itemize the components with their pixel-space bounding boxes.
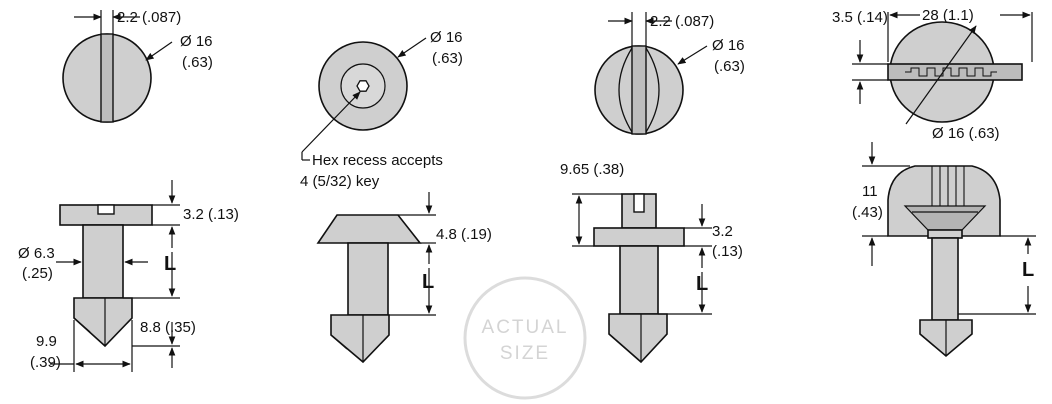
f1-shank-dia-label: Ø 6.3 xyxy=(18,245,55,262)
f3-diameter-label: Ø 16 xyxy=(712,37,745,54)
f2-head-height-label: 4.8 (.19) xyxy=(436,226,492,243)
f2-hex-note-label: Hex recess accepts xyxy=(312,152,443,169)
f3-flange-label: 3.2 xyxy=(712,223,733,240)
fastener-4-top-view xyxy=(852,11,1033,125)
watermark-line1: ACTUAL xyxy=(482,317,569,338)
fastener-2-top-view xyxy=(301,37,427,161)
f2-diameter-label-inch: (.63) xyxy=(432,50,463,67)
f1-diameter-label-inch: (.63) xyxy=(182,54,213,71)
f1-head-height-label: 3.2 (.13) xyxy=(183,206,239,223)
fastener-3-top-view xyxy=(594,12,708,135)
f2-diameter-label: Ø 16 xyxy=(430,29,463,46)
fastener-2-side-view xyxy=(316,214,422,364)
watermark-line2: SIZE xyxy=(500,343,550,364)
f3-total-height-label: 9.65 (.38) xyxy=(560,161,624,178)
f3-length-label: L xyxy=(696,273,708,295)
f1-shank-dia-label-inch: (.25) xyxy=(22,265,53,282)
f4-head-height-label: 11 xyxy=(862,183,878,200)
f1-tip-height-label: 8.8 (.35) xyxy=(140,319,196,336)
fastener-3-side-view xyxy=(593,193,685,364)
actual-size-watermark: ACTUAL SIZE xyxy=(463,276,587,400)
f4-diameter-label: Ø 16 (.63) xyxy=(932,125,1000,142)
f3-flange-label-inch: (.13) xyxy=(712,243,743,260)
f3-slot-width-label: 2.2 (.087) xyxy=(650,13,714,30)
f1-tip-dia-label: 9.9 xyxy=(36,333,57,350)
f1-length-label: L xyxy=(164,253,176,275)
fastener-4-side-view xyxy=(887,165,1001,358)
f1-tip-dia-label-inch: (.39) xyxy=(30,354,61,371)
f3-diameter-label-inch: (.63) xyxy=(714,58,745,75)
f2-length-label: L xyxy=(422,271,434,293)
f1-diameter-label: Ø 16 xyxy=(180,33,213,50)
fastener-1-top-view xyxy=(62,10,173,123)
fastener-1-side-view xyxy=(59,204,153,348)
f4-length-label: L xyxy=(1022,259,1034,281)
f4-thickness-label: 3.5 (.14) xyxy=(832,9,888,26)
f4-width-label: 28 (1.1) xyxy=(922,7,974,24)
f1-slot-width-label: 2.2 (.087) xyxy=(117,9,181,26)
f2-hex-note-label-key: 4 (5/32) key xyxy=(300,173,380,190)
f4-head-height-label-inch: (.43) xyxy=(852,204,883,221)
